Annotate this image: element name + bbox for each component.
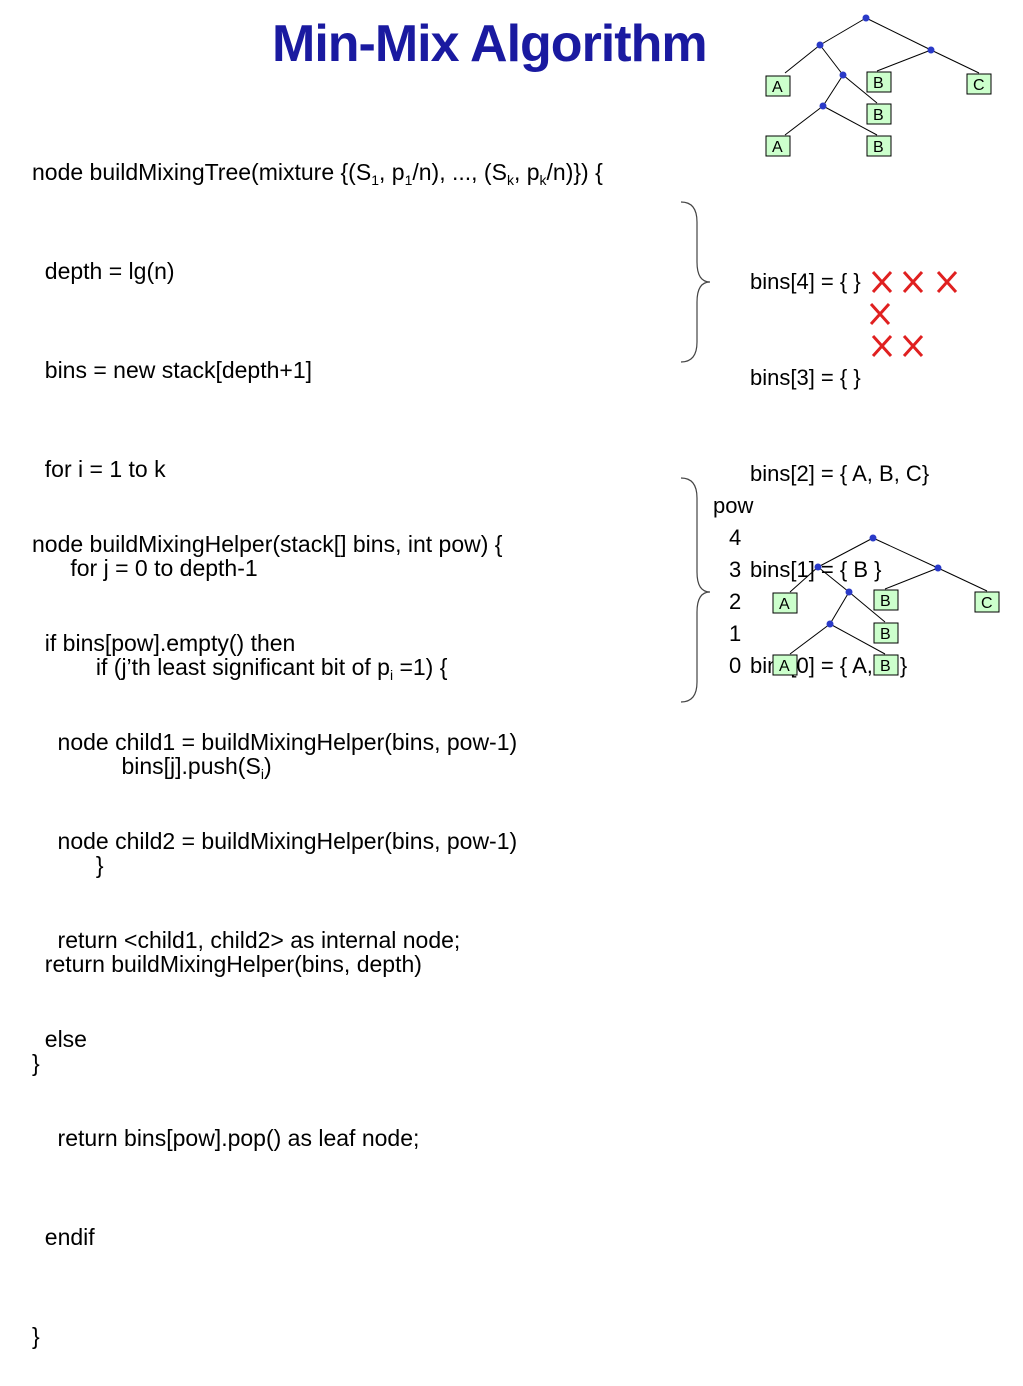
brace-bottom [680,477,711,703]
leaf-node: B [866,71,892,93]
code-line: node child2 = buildMixingHelper(bins, po… [32,828,518,854]
pow-value: 1 [729,621,742,646]
leaf-node: B [866,103,892,125]
mix-node [869,534,877,542]
leaf-node: A [772,654,798,676]
cross-mark [902,334,924,358]
code-line: bins = new stack[depth+1] [32,357,313,383]
leaf-node: A [765,135,791,157]
svg-text:A: A [779,596,790,613]
mix-node [839,71,847,79]
svg-text:B: B [873,107,884,124]
code-line: node buildMixingTree(mixture {(S1, p1/n)… [32,159,603,188]
pow-value: 0 [729,653,742,678]
svg-text:B: B [873,75,884,92]
pow-value: 4 [729,525,742,550]
svg-text:C: C [973,77,985,94]
bins-row-1: bins[1] = { B } [750,557,882,582]
code-line: depth = lg(n) [32,258,175,284]
mix-node [862,14,870,22]
leaf-node: C [966,73,992,95]
svg-text:B: B [873,139,884,156]
leaf-node: C [974,591,1000,613]
mix-node [814,563,822,571]
svg-text:A: A [772,139,783,156]
svg-text:C: C [981,595,993,612]
svg-text:A: A [779,658,790,675]
mix-node [927,46,935,54]
code-line: node child1 = buildMixingHelper(bins, po… [32,729,518,755]
code-line: } [32,1323,40,1349]
bins-row-2: bins[2] = { A, B, C} [750,461,930,486]
bins-row-4: bins[4] = { } [750,269,861,294]
bins-row-3: bins[3] = { } [750,365,861,390]
cross-mark [871,270,893,294]
mix-node [934,564,942,572]
pow-value: 2 [729,589,742,614]
svg-text:B: B [880,658,891,675]
code-line: if bins[pow].empty() then [32,630,296,656]
pow-label: pow [713,493,754,518]
leaf-node: B [873,622,899,644]
mix-node [819,102,827,110]
mix-node [826,620,834,628]
code-line: else [32,1026,87,1052]
code-line: return <child1, child2> as internal node… [32,927,461,953]
pow-column: pow 4 3 2 1 0 [713,490,753,682]
mix-node [816,41,824,49]
svg-text:B: B [880,593,891,610]
pow-value: 3 [729,557,742,582]
leaf-node: B [866,135,892,157]
code-line: return bins[pow].pop() as leaf node; [32,1125,420,1151]
svg-text:B: B [880,626,891,643]
code-line: endif [32,1224,95,1250]
leaf-node: A [765,75,791,97]
code-line: for j = 0 to depth-1 [32,555,258,581]
code-line: for i = 1 to k [32,456,166,482]
leaf-node: A [772,592,798,614]
cross-mark [871,334,893,358]
brace-top [680,201,711,363]
leaf-node: B [873,589,899,611]
cross-mark [902,270,924,294]
diagram-layer: A B C B A B A B C B A B [680,14,1000,703]
leaf-node: B [873,654,899,676]
code-line: node buildMixingHelper(stack[] bins, int… [32,531,503,557]
code-line: if (j’th least significant bit of pi =1)… [32,654,448,683]
mixing-tree-top: A B C B A B [765,14,992,157]
mix-node [845,588,853,596]
cross-mark [869,302,891,326]
cross-mark [936,270,958,294]
slide-title: Min-Mix Algorithm [272,15,708,73]
mixing-tree-bottom: A B C B A B [772,534,1000,676]
svg-text:A: A [772,79,783,96]
